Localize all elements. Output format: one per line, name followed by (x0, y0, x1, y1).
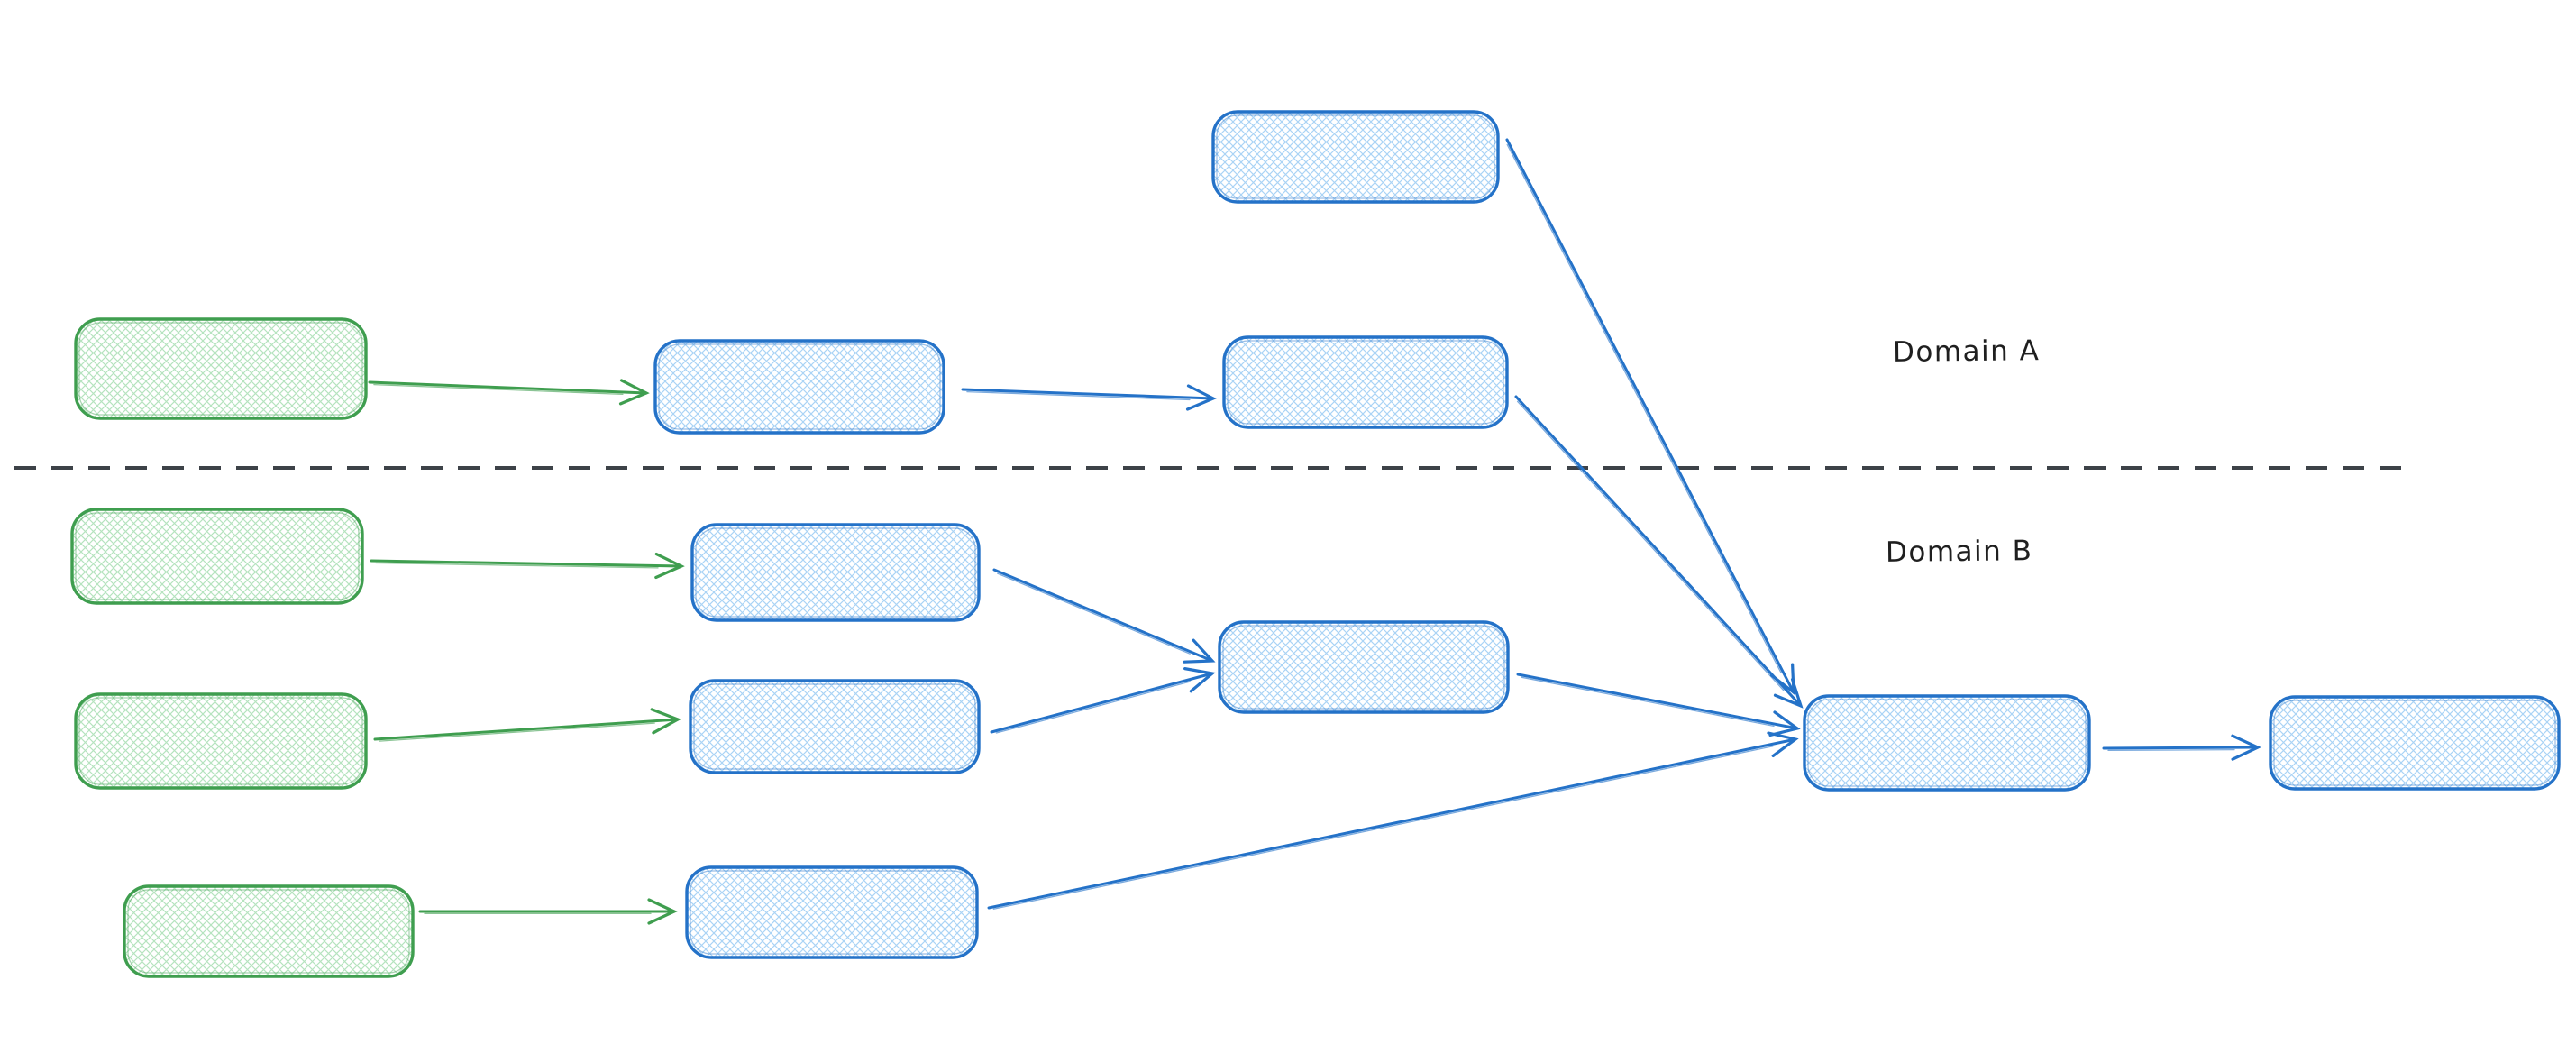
arrow-stage1-b1-to-merge-b (992, 568, 1216, 664)
node-stage1-b3 (685, 865, 979, 959)
node-aggregator (1803, 694, 2091, 792)
arrow-merge-b-to-aggregator (1516, 673, 1801, 737)
arrow-aggregator-to-output (2102, 734, 2261, 761)
node-source-b3 (123, 884, 415, 978)
node-source-b2 (74, 692, 368, 790)
node-merge-b (1218, 620, 1510, 714)
node-stage1-b2 (689, 679, 981, 774)
domain-b-label: Domain B (1885, 535, 2033, 569)
node-stage2-a (1222, 335, 1509, 429)
arrow-stage1-b3-to-aggregator (987, 731, 1799, 910)
arrow-source-b1-to-stage1-b1 (370, 552, 685, 580)
node-source-b1 (70, 508, 364, 605)
arrow-stage1-a-to-stage2-a (961, 384, 1217, 411)
node-output (2269, 695, 2561, 791)
arrow-stage2-a-to-aggregator (1514, 395, 1804, 709)
arrow-stage1-b2-to-merge-b (990, 667, 1216, 734)
arrow-source-b2-to-stage1-b2 (373, 708, 681, 742)
arrow-source-b3-to-stage1-b3 (418, 898, 678, 925)
node-input-a-top (1211, 110, 1500, 204)
domain-a-label: Domain A (1892, 334, 2041, 369)
node-stage1-b1 (690, 523, 981, 622)
arrow-input-a-top-to-aggregator (1505, 138, 1795, 696)
node-stage1-a (653, 339, 945, 435)
node-source-a (74, 317, 368, 420)
arrow-source-a-to-stage1-a (368, 379, 650, 406)
